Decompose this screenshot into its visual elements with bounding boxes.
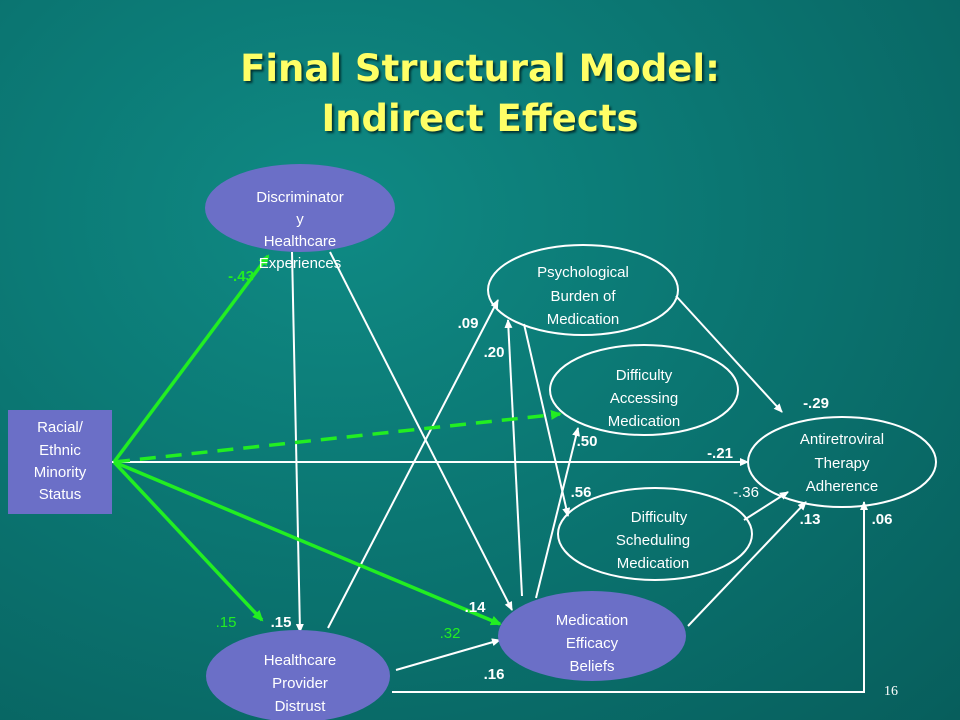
node-art-adherence: Antiretroviral Therapy Adherence (747, 416, 937, 508)
green-dashed-arrow-race-to-access (113, 409, 562, 464)
node-art-line-1: Antiretroviral (800, 431, 884, 448)
arrow-distrust-to-psych (327, 299, 499, 629)
node-racial-line-1: Racial/ (37, 419, 84, 436)
coef-discrim-distrust: .15 (271, 614, 292, 631)
node-sched-line-1: Difficulty (631, 509, 688, 526)
arrow-efficacy-to-art (687, 501, 807, 627)
green-arrow-race-to-discrim (112, 254, 270, 464)
green-arrow-race-to-efficacy (113, 460, 502, 626)
arrow-efficacy-to-access (535, 427, 580, 599)
coef-race-discrim: -.43 (228, 268, 254, 285)
node-medication-efficacy: Medication Efficacy Beliefs (498, 591, 686, 681)
node-discrim-line-4: Experiences (259, 255, 342, 272)
node-discrim-line-2: y (296, 211, 304, 228)
node-art-line-2: Therapy (814, 455, 870, 472)
node-efficacy-line-3: Beliefs (569, 658, 614, 675)
node-access-line-1: Difficulty (616, 367, 673, 384)
coef-efficacy-art: .13 (800, 511, 821, 528)
node-efficacy-line-1: Medication (556, 612, 629, 629)
coef-efficacy-psych: .20 (484, 344, 505, 361)
green-arrow-race-to-distrust (112, 460, 264, 622)
coef-sched-art: -.36 (733, 484, 759, 501)
node-racial-minority-status: Racial/ Ethnic Minority Status (8, 410, 112, 514)
node-discriminatory-healthcare-experiences: Discriminator y Healthcare Experiences (205, 164, 395, 272)
coef-distrust-psych: .09 (458, 315, 479, 332)
coef-race-art: -.21 (707, 445, 733, 462)
node-access-line-2: Accessing (610, 390, 678, 407)
node-racial-line-4: Status (39, 486, 82, 503)
arrow-distrust-to-efficacy (395, 638, 501, 671)
slide-title: Final Structural Model: Indirect Effects (0, 44, 960, 144)
coef-distrust-efficacy: .16 (484, 666, 505, 683)
node-access-line-3: Medication (608, 413, 681, 430)
node-sched-line-3: Medication (617, 555, 690, 572)
green-paths (112, 254, 562, 626)
title-line-1: Final Structural Model: (240, 47, 720, 90)
coef-discrim-efficacy: .14 (465, 599, 487, 616)
node-provider-distrust: Healthcare Provider Distrust (206, 630, 390, 720)
node-psych-line-1: Psychological (537, 264, 629, 281)
node-efficacy-line-2: Efficacy (566, 635, 619, 652)
node-psych-line-2: Burden of (550, 288, 616, 305)
coef-distrust-art: .06 (872, 511, 893, 528)
white-paths (112, 251, 868, 693)
node-psychological-burden: Psychological Burden of Medication (487, 244, 679, 336)
coef-psych-sched: .56 (571, 484, 592, 501)
node-art-line-3: Adherence (806, 478, 879, 495)
arrow-psych-to-art (675, 295, 783, 413)
node-distrust-line-3: Distrust (275, 698, 327, 715)
node-difficulty-scheduling: Difficulty Scheduling Medication (557, 487, 753, 581)
arrow-discrim-to-efficacy (329, 251, 513, 611)
node-discrim-line-1: Discriminator (256, 189, 344, 206)
coef-efficacy-access: .50 (577, 433, 598, 450)
node-racial-line-2: Ethnic (39, 442, 81, 459)
arrow-distrust-to-art (392, 501, 868, 693)
coef-race-efficacy: .32 (440, 625, 461, 642)
node-psych-line-3: Medication (547, 311, 620, 328)
node-distrust-line-2: Provider (272, 675, 328, 692)
title-line-2: Indirect Effects (321, 97, 639, 140)
page-number: 16 (884, 684, 898, 699)
node-difficulty-accessing: Difficulty Accessing Medication (549, 344, 739, 436)
arrow-psych-to-sched (523, 323, 571, 517)
coef-race-distrust: .15 (216, 614, 237, 631)
coef-psych-art: -.29 (803, 395, 829, 412)
node-racial-line-3: Minority (34, 464, 87, 481)
node-distrust-line-1: Healthcare (264, 652, 337, 669)
node-discrim-line-3: Healthcare (264, 233, 337, 250)
arrow-efficacy-to-psych (504, 319, 523, 597)
node-sched-line-2: Scheduling (616, 532, 690, 549)
